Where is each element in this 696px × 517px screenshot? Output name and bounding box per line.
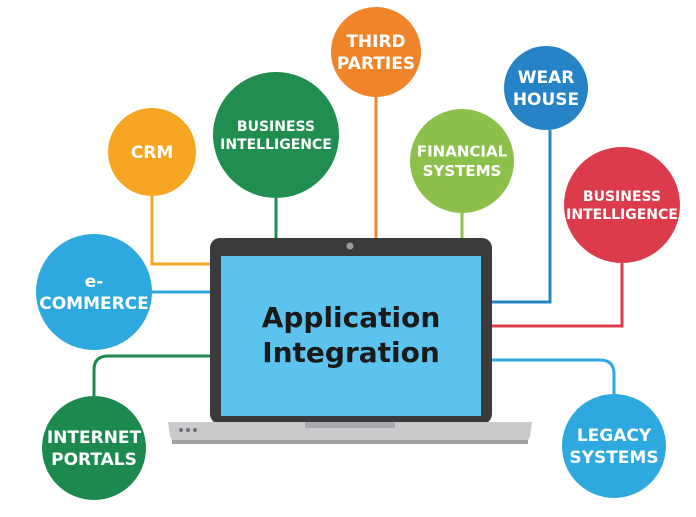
node-e-commerce: e-COMMERCE — [36, 234, 152, 350]
node-label-line: INTELLIGENCE — [566, 207, 678, 223]
node-label-line: INTERNET — [47, 428, 142, 448]
node-label-line: INTELLIGENCE — [220, 137, 332, 153]
camera-dot — [346, 242, 354, 250]
connector-business-intelligence-right — [488, 263, 624, 328]
node-label-line: PARTIES — [337, 54, 415, 74]
connector-warehouse — [488, 130, 552, 304]
node-circle — [564, 147, 680, 263]
node-label-line: CRM — [131, 143, 173, 163]
node-label-line: PORTALS — [51, 450, 137, 470]
node-label-line: FINANCIAL — [417, 143, 508, 161]
node-circle — [42, 396, 146, 500]
node-label-line: LEGACY — [577, 426, 652, 446]
center-title-line-2: Integration — [262, 336, 440, 369]
indicator-dot — [186, 428, 190, 432]
node-circle — [331, 7, 421, 97]
node-business-intelligence-right: BUSINESS INTELLIGENCE — [564, 147, 680, 263]
node-label-line: BUSINESS — [237, 119, 315, 135]
node-circle — [108, 108, 196, 196]
node-circle — [410, 109, 514, 213]
laptop-base-shadow — [172, 440, 528, 444]
laptop-screen — [221, 256, 481, 416]
node-label-line: WEAR — [518, 68, 575, 88]
node-circle — [36, 234, 152, 350]
node-circle — [562, 394, 666, 498]
node-business-intelligence-left: BUSINESS INTELLIGENCE — [213, 72, 339, 198]
node-label-line: COMMERCE — [39, 294, 149, 314]
laptop: Application Integration — [168, 238, 532, 444]
laptop-base — [168, 422, 532, 444]
connector-crm — [150, 196, 212, 266]
node-label-line: BUSINESS — [583, 189, 661, 205]
node-circle — [213, 72, 339, 198]
node-crm: CRM — [108, 108, 196, 196]
node-label-line: HOUSE — [513, 90, 579, 110]
node-label-line: e- — [85, 272, 104, 292]
node-label-line: SYSTEMS — [423, 162, 502, 180]
node-circle — [504, 46, 588, 130]
connector-internet-portals — [92, 354, 212, 396]
connector-legacy-systems — [488, 358, 616, 394]
node-label-line: THIRD — [346, 32, 405, 52]
laptop-trackpad-notch — [305, 422, 395, 428]
indicator-dot — [179, 428, 183, 432]
connector-lines — [92, 97, 624, 396]
center-title-line-1: Application — [262, 301, 441, 334]
indicator-dot — [193, 428, 197, 432]
node-label-line: SYSTEMS — [569, 448, 658, 468]
